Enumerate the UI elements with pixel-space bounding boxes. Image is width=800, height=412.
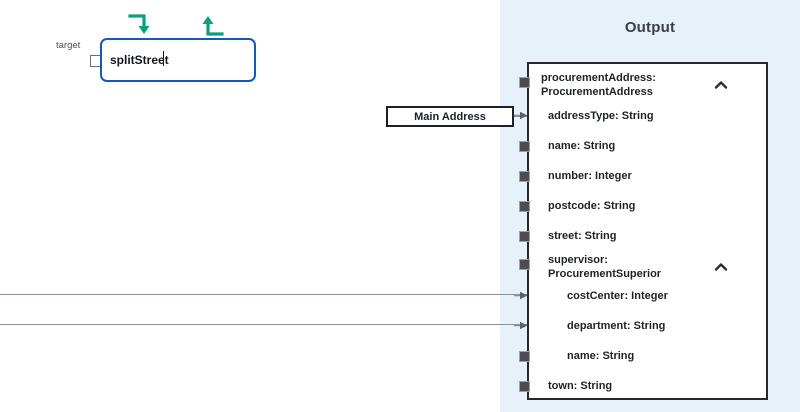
tree-item-label: supervisor: ProcurementSuperior	[548, 254, 662, 280]
tree-item-label: procurementAddress: ProcurementAddress	[541, 72, 656, 98]
splitstreet-node-value[interactable]: splitStreet	[110, 53, 169, 67]
tree-item[interactable]: postcode: String	[529, 200, 770, 214]
tree-item[interactable]: number: Integer	[529, 170, 770, 184]
tree-item[interactable]: costCenter: Integer	[529, 290, 770, 304]
tree-item[interactable]: street: String	[529, 230, 770, 244]
tree-item-label: town: String	[548, 380, 613, 392]
tree-item-port[interactable]	[519, 231, 530, 242]
tree-item-label: postcode: String	[548, 200, 636, 212]
tree-item-port[interactable]	[519, 141, 530, 152]
tree-item-port[interactable]	[519, 259, 530, 270]
tree-item-label: street: String	[548, 230, 617, 242]
tree-item-port[interactable]	[519, 171, 530, 182]
chevron-up-icon[interactable]	[714, 80, 728, 90]
tree-item-connected-port[interactable]	[514, 111, 528, 120]
tree-item-label: addressType: String	[548, 110, 654, 122]
output-panel-title: Output	[624, 19, 676, 36]
tree-item-port[interactable]	[519, 77, 530, 88]
tree-item[interactable]: supervisor: ProcurementSuperior	[529, 254, 770, 281]
chevron-up-icon[interactable]	[714, 262, 728, 272]
tree-item[interactable]: name: String	[529, 140, 770, 154]
tree-item-connected-port[interactable]	[514, 321, 528, 330]
tree-item-port[interactable]	[519, 381, 530, 392]
tree-item-label: department: String	[567, 320, 666, 332]
tree-item[interactable]: procurementAddress: ProcurementAddress	[529, 72, 770, 99]
main-address-label[interactable]: Main Address	[386, 106, 514, 127]
tree-item[interactable]: department: String	[529, 320, 770, 334]
splitstreet-node-box[interactable]	[100, 38, 256, 82]
connection-line-department	[0, 324, 531, 325]
tree-item-label: costCenter: Integer	[567, 290, 668, 302]
tree-item-label: name: String	[548, 140, 616, 152]
target-label: target	[56, 40, 81, 51]
tree-item-connected-port[interactable]	[514, 291, 528, 300]
tree-item-label: name: String	[567, 350, 635, 362]
tree-item-port[interactable]	[519, 201, 530, 212]
main-address-label-text: Main Address	[414, 110, 486, 123]
arrow-turn-up-icon[interactable]	[200, 12, 224, 38]
tree-item-port[interactable]	[519, 351, 530, 362]
tree-item-label: number: Integer	[548, 170, 632, 182]
output-tree-box: procurementAddress: ProcurementAddress ad…	[527, 62, 768, 400]
tree-item[interactable]: addressType: String	[529, 110, 770, 124]
text-cursor	[163, 51, 165, 66]
tree-item[interactable]: name: String	[529, 350, 770, 364]
tree-item[interactable]: town: String	[529, 380, 770, 394]
arrow-turn-down-icon[interactable]	[128, 12, 152, 38]
connection-line-costcenter	[0, 294, 531, 295]
